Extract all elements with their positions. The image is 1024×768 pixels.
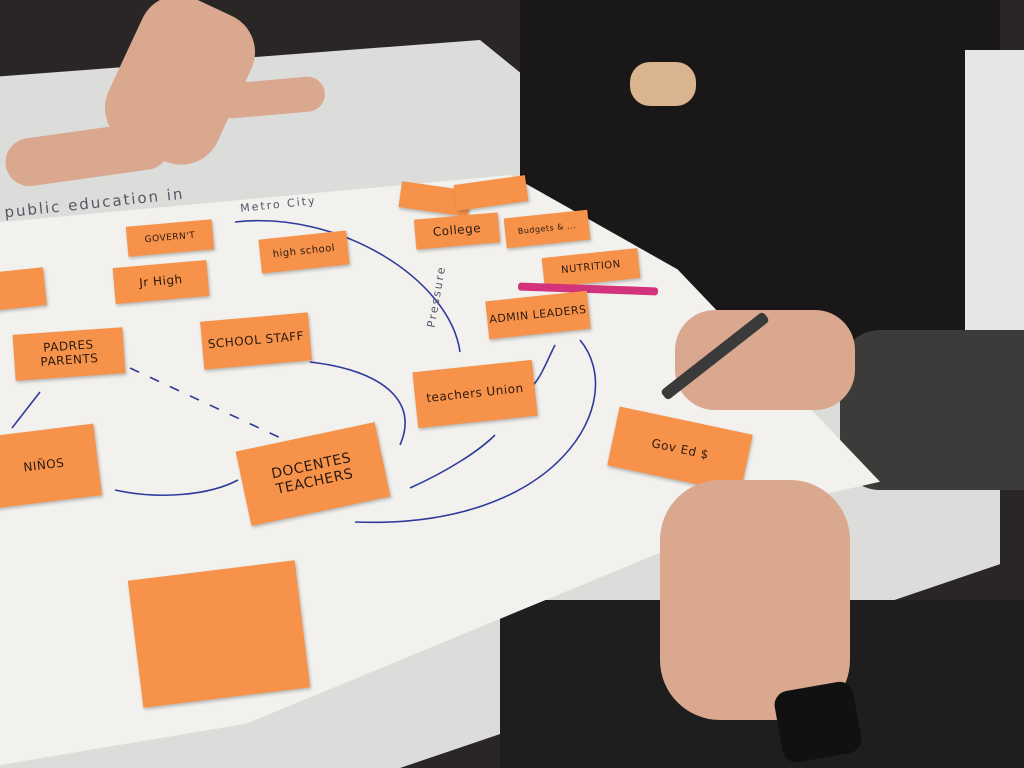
person-sweater [840, 330, 1024, 490]
arrow-staff-union [309, 361, 406, 446]
arrow-parents-ninos [11, 391, 41, 429]
note-left-edge [0, 267, 47, 311]
note-parents: PADRES PARENTS [12, 327, 126, 381]
hand-bottom-right [660, 480, 850, 720]
dashed-line [129, 367, 286, 441]
gold-watch [630, 62, 696, 106]
arrow-teachers-union [409, 434, 496, 489]
arrow-pressure [234, 219, 461, 353]
note-ninos: NIÑOS [0, 423, 102, 509]
chair-back [965, 50, 1024, 340]
note-blank [127, 560, 311, 708]
note-school-staff: SCHOOL STAFF [200, 312, 312, 370]
arrow-teachers-ninos [114, 479, 239, 496]
arrow-admin-teachers [354, 339, 597, 524]
smartwatch [772, 679, 864, 765]
